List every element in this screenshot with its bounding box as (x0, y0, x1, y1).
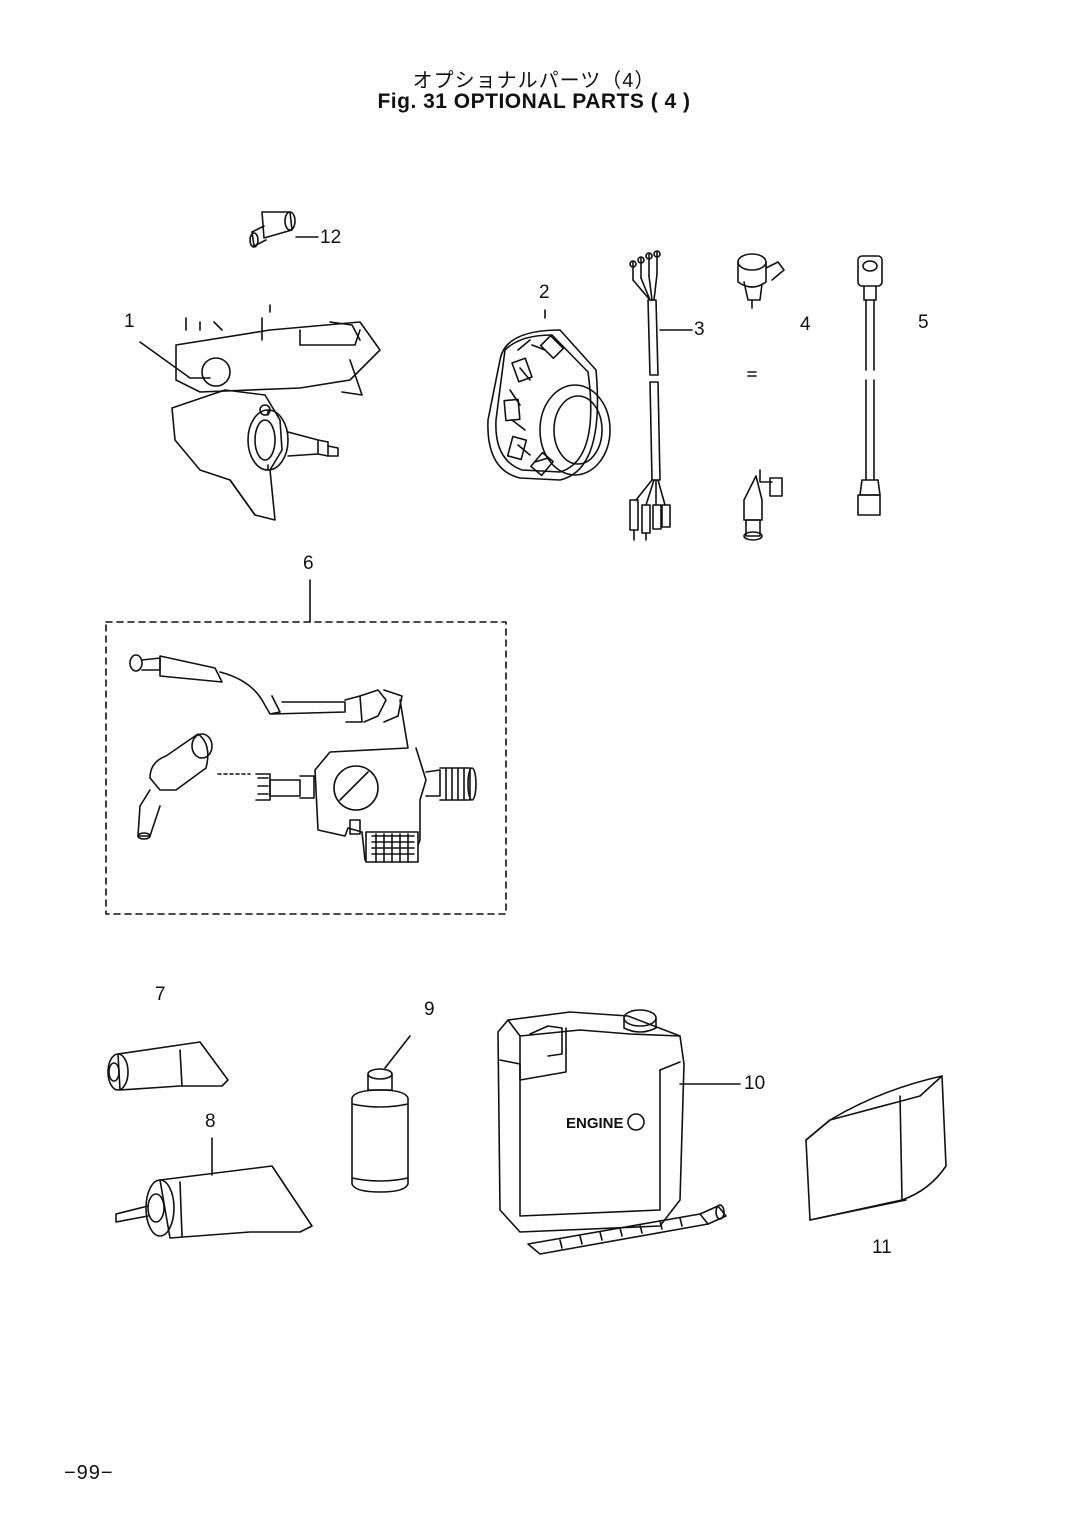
part-9-can-drawing (351, 1035, 411, 1193)
part-1-lower-unit-drawing (139, 304, 381, 521)
part-4-switch-cable-drawing (737, 253, 785, 541)
part-8-tube-drawing (115, 1137, 313, 1239)
part-7-tube-drawing (107, 1041, 229, 1091)
callout-11: 11 (872, 1237, 892, 1258)
figure-title-japanese: オプショナルパーツ（4） (412, 70, 656, 92)
callout-9: 9 (424, 999, 435, 1020)
callout-2: 2 (539, 282, 550, 303)
callout-3: 3 (694, 319, 705, 340)
callout-1: 1 (124, 311, 135, 332)
callout-4: 4 (800, 314, 811, 335)
part-6-fuel-connector-drawing (105, 579, 507, 915)
page-number: −99− (64, 1462, 114, 1484)
callout-10: 10 (744, 1073, 766, 1094)
part-11-bag-drawing (805, 1075, 947, 1221)
callout-6: 6 (303, 553, 314, 574)
figure-title-english: Fig. 31 OPTIONAL PARTS ( 4 ) (377, 90, 691, 113)
part-10-oil-container-drawing (497, 1009, 741, 1255)
callout-7: 7 (155, 984, 166, 1005)
callout-12: 12 (320, 227, 342, 248)
callout-8: 8 (205, 1111, 216, 1132)
part-3-harness-drawing (629, 250, 693, 541)
callout-5: 5 (918, 312, 929, 333)
part-12-pin-drawing (249, 211, 319, 248)
part-2-coupling-drawing (487, 309, 611, 481)
container-engine-label: ENGINE (566, 1115, 624, 1132)
part-5-cable-drawing (857, 255, 883, 516)
